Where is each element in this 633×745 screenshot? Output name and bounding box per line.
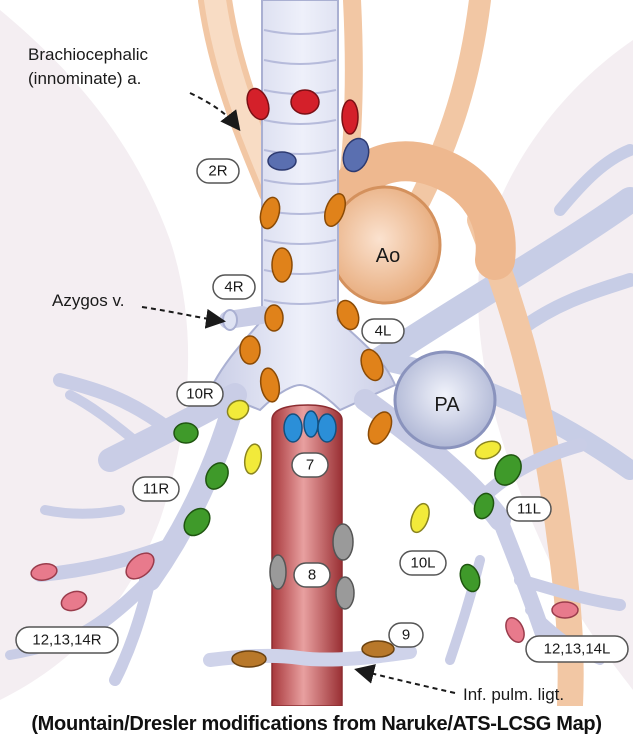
station-label-8: 8 bbox=[294, 563, 330, 587]
station-label-9: 9 bbox=[389, 623, 423, 647]
node-station-12 bbox=[552, 602, 578, 618]
node-station-1 bbox=[342, 100, 358, 134]
figure-caption: (Mountain/Dresler modifications from Nar… bbox=[0, 706, 633, 745]
aorta-label: Ao bbox=[376, 245, 400, 267]
station-label-12-13-14R: 12,13,14R bbox=[16, 627, 118, 653]
station-label-11L: 11L bbox=[507, 497, 551, 521]
node-station-2 bbox=[268, 152, 296, 170]
node-station-11 bbox=[174, 423, 198, 443]
node-station-7 bbox=[318, 414, 336, 442]
svg-text:11L: 11L bbox=[517, 501, 541, 518]
node-station-8 bbox=[336, 577, 354, 609]
station-label-4L: 4L bbox=[362, 319, 404, 343]
brachiocephalic-label-line1: Brachiocephalic bbox=[28, 45, 149, 64]
station-label-2R: 2R bbox=[197, 159, 239, 183]
station-label-10L: 10L bbox=[400, 551, 446, 575]
svg-text:9: 9 bbox=[402, 627, 410, 644]
node-station-9 bbox=[362, 641, 394, 657]
node-station-4 bbox=[265, 305, 283, 331]
svg-text:4R: 4R bbox=[224, 279, 243, 296]
inf-pulm-ligament-label: Inf. pulm. ligt. bbox=[463, 685, 564, 704]
node-station-1 bbox=[291, 90, 319, 114]
svg-text:12,13,14L: 12,13,14L bbox=[544, 641, 611, 658]
azygos-label: Azygos v. bbox=[52, 291, 124, 310]
pulmonary-artery-label: PA bbox=[434, 394, 460, 416]
svg-text:7: 7 bbox=[306, 457, 314, 474]
brachiocephalic-label-line2: (innominate) a. bbox=[28, 69, 141, 88]
svg-text:8: 8 bbox=[308, 567, 316, 584]
svg-text:11R: 11R bbox=[143, 481, 170, 498]
svg-text:12,13,14R: 12,13,14R bbox=[32, 632, 101, 649]
node-station-8 bbox=[333, 524, 353, 560]
node-station-4 bbox=[240, 336, 260, 364]
station-label-10R: 10R bbox=[177, 382, 223, 406]
svg-text:4L: 4L bbox=[375, 323, 392, 340]
node-station-4 bbox=[272, 248, 292, 282]
svg-text:10L: 10L bbox=[410, 555, 435, 572]
svg-text:10R: 10R bbox=[186, 386, 214, 403]
node-station-9 bbox=[232, 651, 266, 667]
station-label-4R: 4R bbox=[213, 275, 255, 299]
node-station-8 bbox=[270, 555, 286, 589]
svg-text:2R: 2R bbox=[208, 163, 227, 180]
station-label-7: 7 bbox=[292, 453, 328, 477]
node-station-7 bbox=[284, 414, 302, 442]
node-station-7 bbox=[304, 411, 318, 437]
nodes-station-7 bbox=[284, 411, 336, 442]
station-label-11R: 11R bbox=[133, 477, 179, 501]
station-label-12-13-14L: 12,13,14L bbox=[526, 636, 628, 662]
